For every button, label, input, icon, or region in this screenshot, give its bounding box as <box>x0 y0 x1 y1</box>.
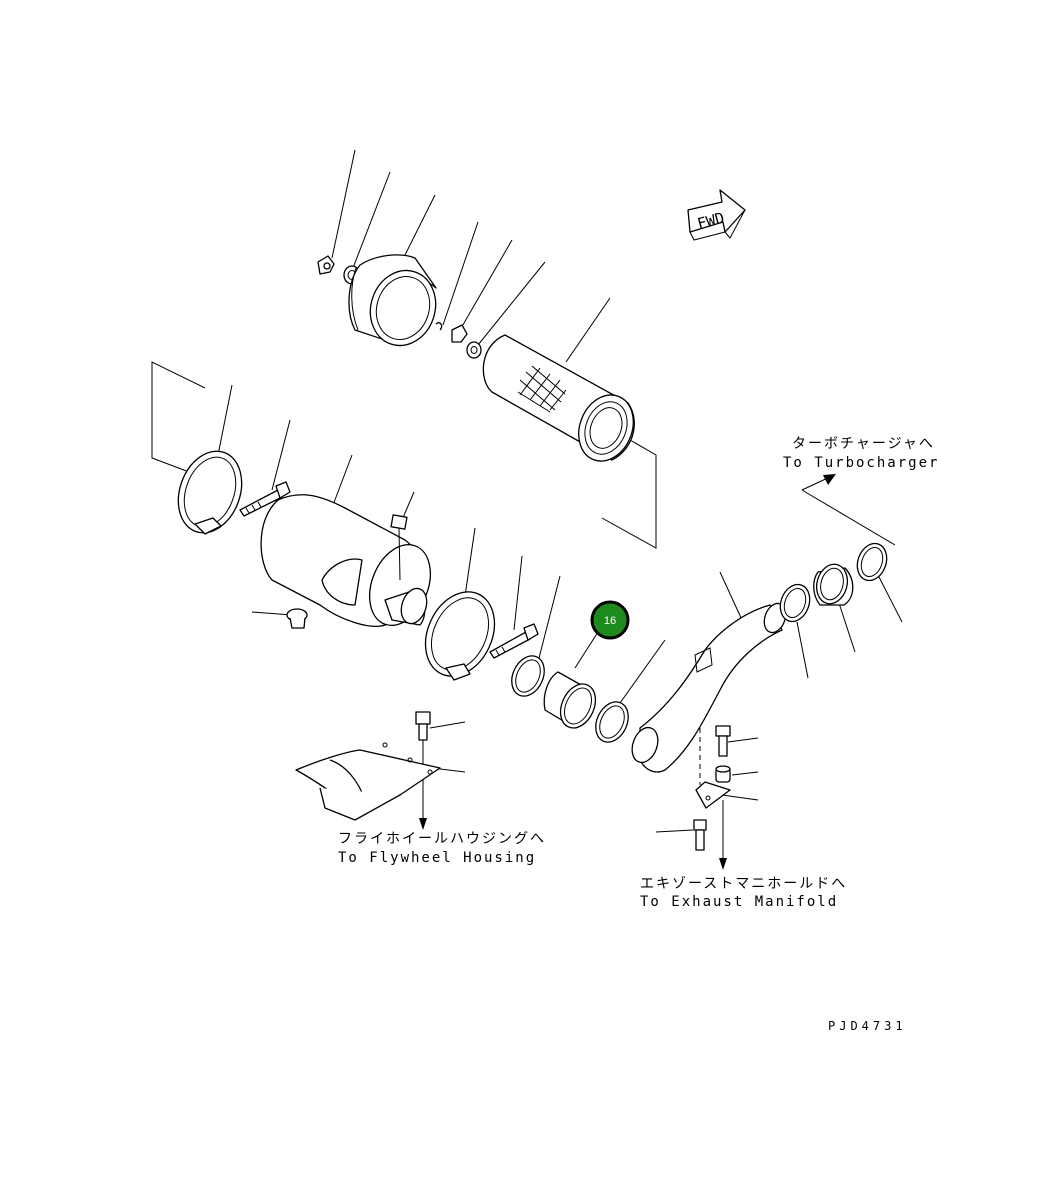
bolt-exhaust-bottom <box>693 819 707 851</box>
bolt-exhaust-top <box>715 725 731 757</box>
leader-lines <box>151 149 903 870</box>
turbocharger-label-en: To Turbocharger <box>783 455 939 471</box>
bolt-long-left <box>239 481 291 517</box>
exhaust-label-jp: エキゾーストマニホールドへ <box>640 876 847 892</box>
hose-16 <box>543 671 597 729</box>
hose-clamp-1 <box>511 655 545 697</box>
flywheel-label-jp: フライホイールハウジングへ <box>338 831 546 847</box>
band-clamp-right <box>424 591 496 681</box>
mounting-bracket-right <box>695 781 731 809</box>
hose-clamp-3 <box>779 583 811 623</box>
callout-badge[interactable]: 16 <box>590 600 630 640</box>
clip-fitting-top <box>317 255 335 275</box>
fwd-arrow-icon: FWD <box>687 189 746 241</box>
callout-number[interactable]: 16 <box>604 615 616 627</box>
connector-hose <box>813 563 854 606</box>
bolt-long-right <box>489 623 539 659</box>
filter-element <box>482 334 635 462</box>
exhaust-label-en: To Exhaust Manifold <box>640 894 838 910</box>
turbocharger-label-jp: ターボチャージャへ <box>792 436 935 452</box>
drawing-code: PJD4731 <box>828 1019 907 1033</box>
flywheel-label-en: To Flywheel Housing <box>338 850 536 866</box>
bolt-flywheel <box>415 711 431 741</box>
mounting-bracket-left <box>295 742 441 821</box>
hose-clamp-2 <box>595 701 629 743</box>
clip-fitting-mid <box>435 322 482 359</box>
air-cleaner-body <box>260 494 432 629</box>
filter-mesh <box>517 365 567 413</box>
callout-circle[interactable] <box>590 600 630 640</box>
spacer-collar <box>715 765 731 783</box>
intake-pipe <box>631 602 787 773</box>
air-cleaner-cover <box>348 254 437 347</box>
hose-clamp-4 <box>856 542 888 582</box>
band-clamp-left <box>177 450 243 535</box>
